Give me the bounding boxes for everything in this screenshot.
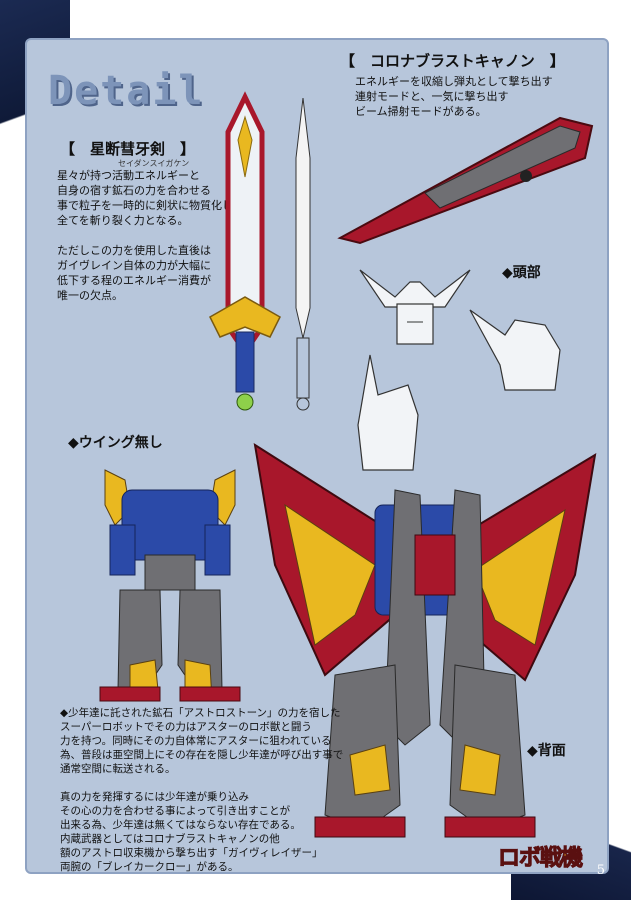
sword-side-illustration — [295, 97, 311, 411]
sword-illustration — [209, 91, 281, 411]
cannon-description: エネルギーを収縮し弾丸として撃ち出す 連射モードと、一気に撃ち出す ビーム掃射モ… — [355, 75, 553, 118]
page-number: 5 — [596, 863, 605, 878]
story-description: ◆少年達に託された鉱石「アストロストーン」の力を宿した スーパーロボットでその力… — [60, 707, 344, 873]
head-label: ◆頭部 — [502, 265, 541, 281]
sword-description: 星々が持つ活動エネルギーと 自身の宿す鉱石の力を合わせる 事で粒子を一時的に剣状… — [57, 169, 233, 302]
robot-no-wing-illustration — [99, 469, 241, 702]
back-label: ◆背面 — [527, 743, 566, 759]
no-wing-label: ◆ウイング無し — [68, 435, 163, 451]
logo: ロボ戦機 — [497, 845, 583, 872]
detail-title: Detail — [48, 68, 205, 114]
head-sketch-front — [359, 269, 471, 345]
sword-heading: 【 星断彗牙剣 】 — [60, 140, 196, 158]
head-sketch-angle — [357, 354, 419, 471]
sword-ruby: セイダンスイガケン — [118, 159, 190, 168]
cannon-heading: 【 コロナブラストキャノン 】 — [340, 52, 565, 70]
cannon-illustration — [337, 116, 594, 245]
head-sketch-side — [469, 309, 561, 391]
robot-back-illustration — [253, 442, 597, 838]
